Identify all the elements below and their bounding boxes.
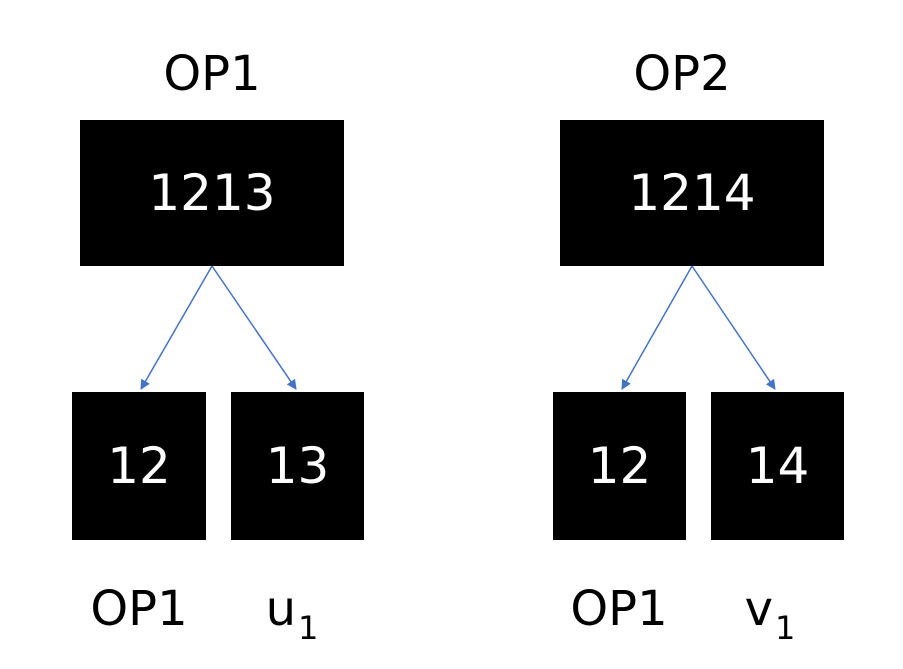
- right-root-node: 1214: [560, 120, 824, 266]
- left-left-child-node: 12: [72, 392, 206, 540]
- right-right-child-caption-base: v: [744, 581, 774, 637]
- right-root-caption: OP2: [633, 46, 731, 102]
- left-right-child-caption: u1: [266, 585, 319, 644]
- right-right-child-caption-sub: 1: [775, 609, 796, 647]
- left-left-child-value: 12: [107, 437, 171, 495]
- arrow-right-root-to-right-child: [691, 265, 776, 390]
- arrow-left-root-to-right-child: [211, 265, 297, 390]
- arrow-left-root-to-left-child: [140, 265, 213, 390]
- right-left-child-value: 12: [587, 437, 652, 495]
- right-left-child-node: 12: [553, 392, 686, 540]
- left-right-child-caption-sub: 1: [298, 609, 319, 647]
- arrow-right-root-to-left-child: [621, 265, 693, 390]
- left-root-node: 1213: [80, 120, 344, 266]
- left-right-child-caption-base: u: [265, 581, 297, 637]
- left-left-child-caption: OP1: [90, 581, 188, 637]
- right-root-value: 1214: [628, 164, 756, 222]
- right-right-child-caption: v1: [745, 585, 796, 644]
- left-root-value: 1213: [148, 164, 276, 222]
- right-right-child-node: 14: [711, 392, 844, 540]
- right-right-child-value: 14: [745, 437, 810, 495]
- right-left-child-caption: OP1: [570, 581, 668, 637]
- left-right-child-value: 13: [265, 437, 330, 495]
- left-root-caption: OP1: [163, 46, 261, 102]
- left-right-child-node: 13: [231, 392, 364, 540]
